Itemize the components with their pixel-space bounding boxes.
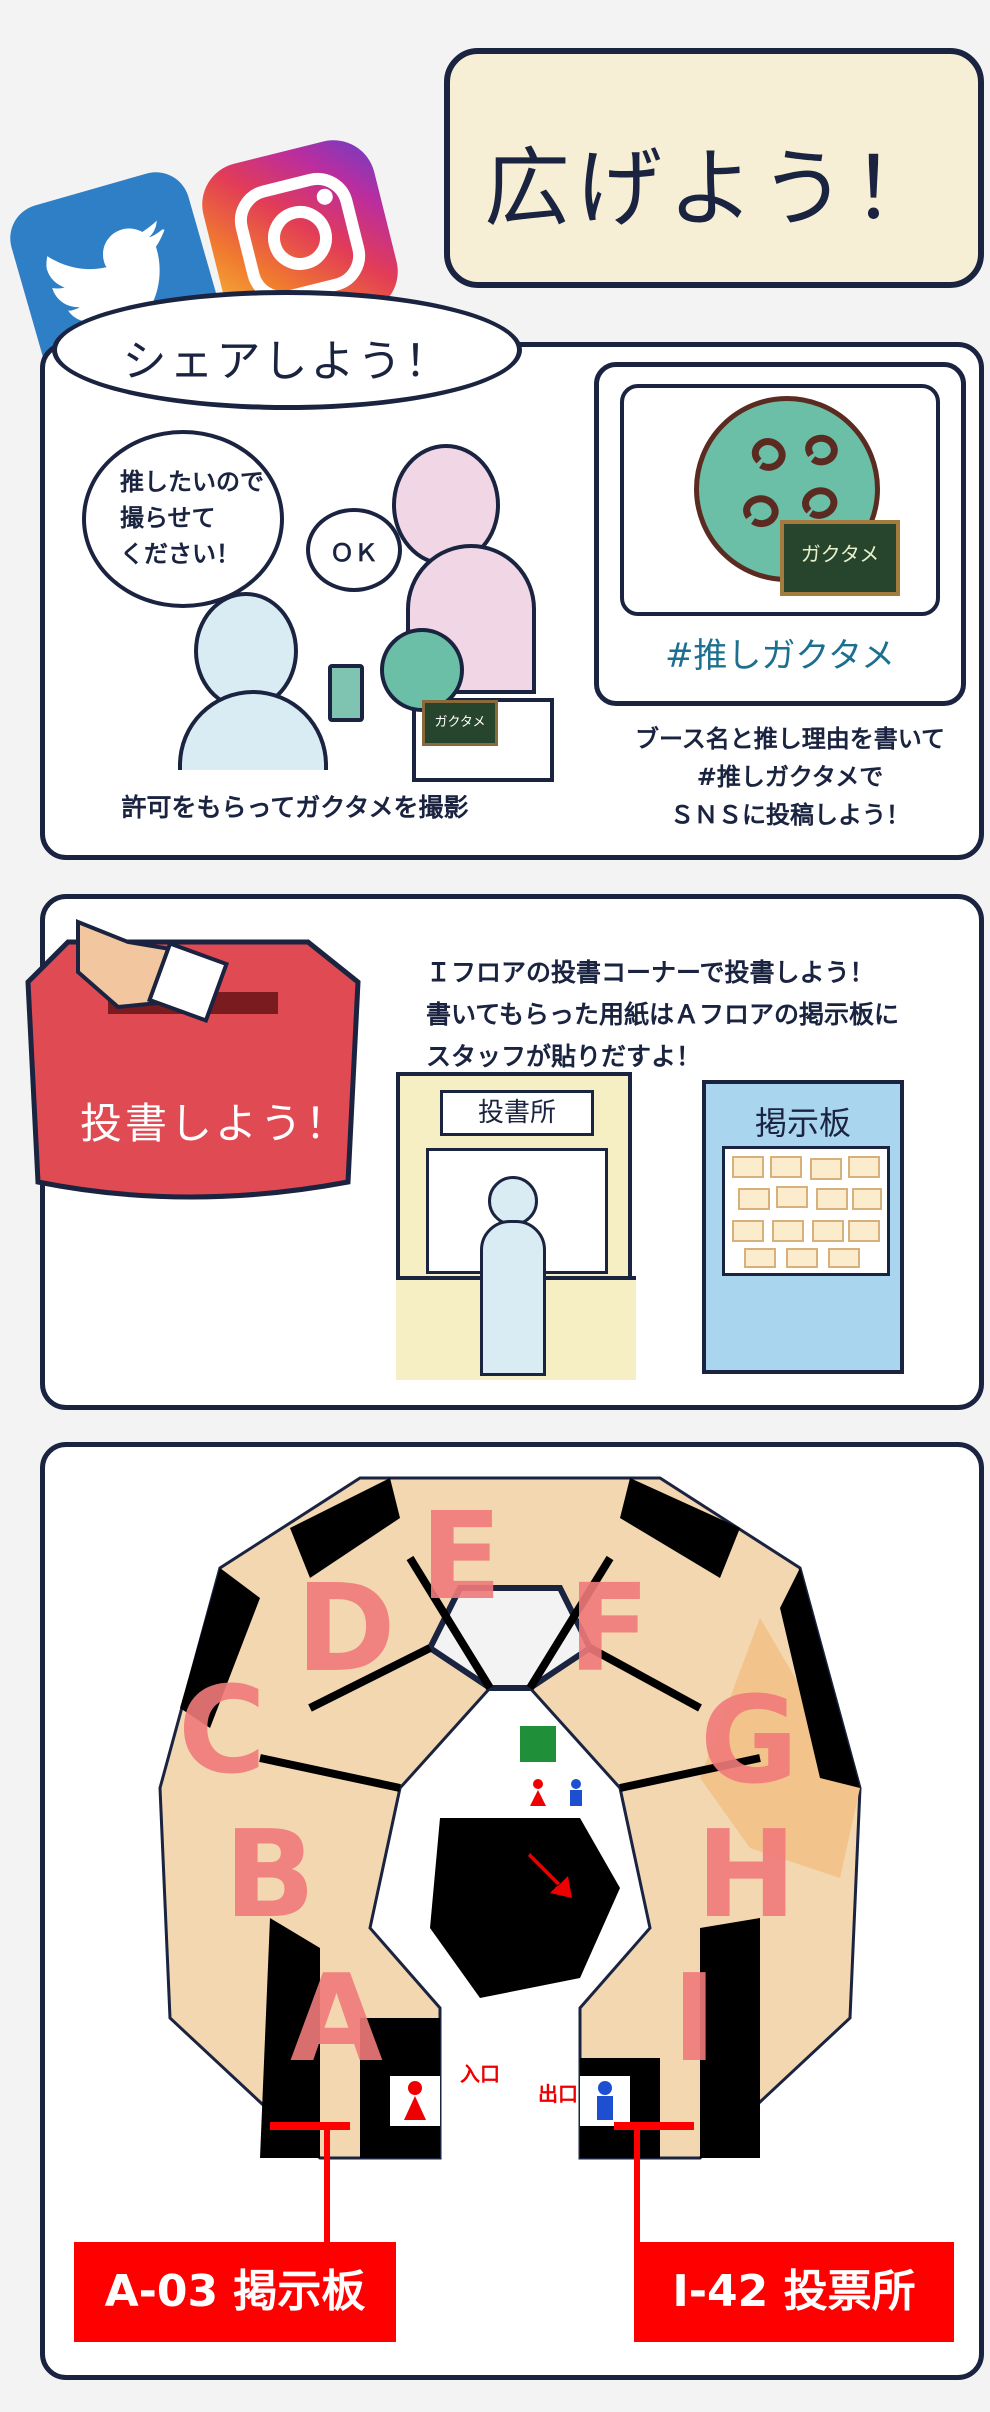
- zone-d: D: [296, 1560, 396, 1699]
- share-label: シェアしよう！: [122, 336, 452, 387]
- share-bubble: シェアしよう！: [52, 290, 522, 410]
- hashtag-text: #推しガクタメ: [664, 636, 896, 676]
- notice-board-sign: 掲示板: [754, 1104, 851, 1142]
- entrance-label: 入口: [460, 2062, 500, 2086]
- zone-a: A: [290, 1950, 383, 2089]
- zone-f: F: [568, 1560, 650, 1699]
- marker-line-left: [324, 2122, 330, 2260]
- marker-bar-left: [270, 2122, 350, 2130]
- label-ballot-place: I-42 投票所: [634, 2242, 954, 2342]
- ballot-booth-sign: 投書所: [440, 1090, 594, 1136]
- vote-label: 投書しよう！: [80, 1099, 351, 1148]
- floor-map: [60, 1458, 960, 2178]
- gakutame-ball-small: [380, 628, 464, 712]
- vote-text: Ｉフロアの投書コーナーで投書しよう！ 書いてもらった用紙はＡフロアの掲示板に ス…: [426, 958, 900, 1071]
- zone-b: B: [224, 1806, 316, 1945]
- speech-reply-text: ＯＫ: [330, 539, 378, 567]
- title-box: 広げよう！: [444, 48, 984, 288]
- speech-request-text: 推したいので 撮らせて ください！: [120, 468, 264, 568]
- zone-h: H: [696, 1806, 797, 1945]
- zone-i: I: [672, 1950, 717, 2089]
- zone-c: C: [178, 1662, 267, 1801]
- speech-bubble-request: 推したいので 撮らせて ください！: [82, 430, 284, 608]
- gakutame-card: ガクタメ: [780, 520, 900, 596]
- ballot-booth: 投書所: [396, 1072, 636, 1380]
- exit-label: 出口: [538, 2082, 578, 2106]
- notice-board-panel: [722, 1146, 890, 1276]
- voter-body: [480, 1220, 546, 1376]
- card-small: ガクタメ: [422, 700, 498, 746]
- page-title: 広げよう！: [484, 139, 944, 239]
- label-bulletin-board: A-03 掲示板: [74, 2242, 396, 2342]
- speech-bubble-reply: ＯＫ: [306, 508, 402, 592]
- marker-bar-right: [614, 2122, 694, 2130]
- notice-board: 掲示板: [702, 1080, 904, 1374]
- vote-box-illustration: [8, 912, 374, 1212]
- caption-right: ブース名と推し理由を書いて #推しガクタメで ＳＮＳに投稿しよう！: [634, 725, 946, 829]
- zone-g: G: [700, 1672, 799, 1811]
- voter-head: [488, 1176, 538, 1226]
- marker-line-right: [634, 2122, 640, 2260]
- arrow-icon: [528, 1853, 572, 1898]
- caption-left: 許可をもらってガクタメを撮影: [121, 793, 469, 822]
- phone-icon: [328, 664, 364, 722]
- zone-e: E: [420, 1488, 502, 1627]
